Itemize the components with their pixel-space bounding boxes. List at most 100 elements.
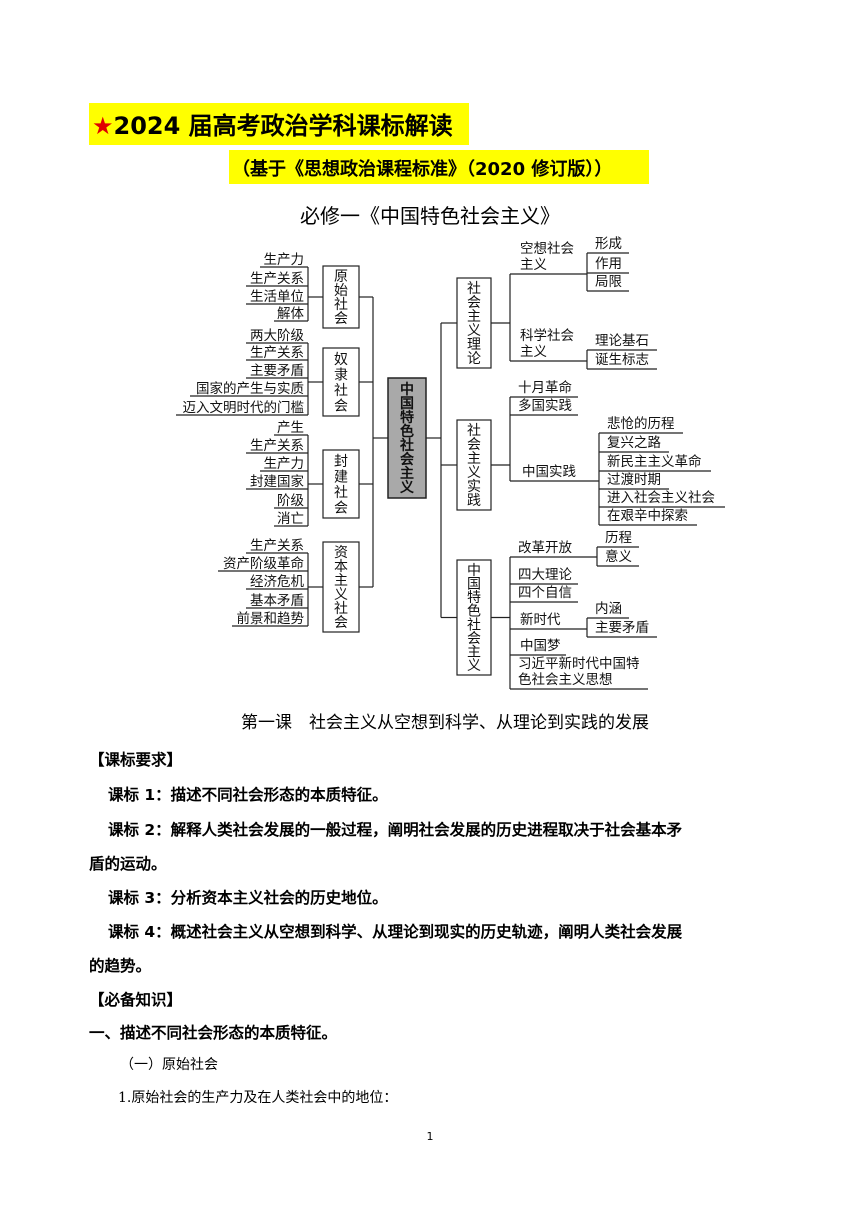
left-node-label: 义 — [334, 587, 348, 603]
right-node-label: 社 — [467, 281, 481, 297]
right-group-label: 色社会主义思想 — [518, 671, 613, 688]
right-group-label: 科学社会 — [520, 328, 574, 344]
right-node-label: 义 — [467, 323, 481, 339]
right-group-label: 多国实践 — [518, 397, 572, 414]
center-node-label: 会 — [400, 451, 415, 468]
knowledge-item-1: 1.原始社会的生产力及在人类社会中的地位： — [118, 1090, 398, 1106]
left-item-label: 基本矛盾 — [250, 592, 304, 609]
left-item-label: 生产关系 — [250, 538, 304, 554]
center-node-label: 义 — [400, 479, 414, 496]
right-item-label: 新民主主义革命 — [607, 453, 702, 470]
left-node-label: 社 — [334, 383, 348, 399]
right-group-label: 改革开放 — [518, 540, 572, 556]
left-node-label: 会 — [334, 500, 348, 516]
left-node-label: 奴 — [334, 351, 348, 368]
left-item-label: 阶级 — [277, 493, 304, 509]
left-item-label: 经济危机 — [250, 574, 304, 590]
right-item-label: 理论基石 — [595, 332, 649, 349]
right-group-label: 中国梦 — [520, 638, 561, 654]
lesson-title: 第一课 社会主义从空想到科学、从理论到实践的发展 — [241, 713, 649, 733]
document-title: ★2024 届高考政治学科课标解读 — [92, 106, 453, 141]
right-item-label: 内涵 — [595, 601, 622, 617]
left-item-label: 产生 — [277, 420, 304, 436]
left-item-label: 消亡 — [277, 511, 304, 527]
right-node-label: 色 — [467, 603, 481, 620]
left-node-label: 会 — [334, 615, 348, 631]
right-node-label: 会 — [467, 295, 481, 311]
left-node-label: 原 — [334, 269, 348, 285]
right-group-label: 四大理论 — [518, 567, 572, 583]
left-item-label: 生产关系 — [250, 271, 304, 287]
left-item-label: 解体 — [277, 306, 304, 322]
left-item-label: 生产力 — [264, 252, 305, 268]
requirement-4-line2: 的趋势。 — [89, 957, 152, 975]
knowledge-heading: 【必备知识】 — [89, 991, 183, 1009]
right-group-label: 主义 — [520, 257, 547, 273]
right-item-label: 复兴之路 — [607, 434, 661, 451]
left-item-label: 生产力 — [264, 456, 305, 472]
right-item-label: 局限 — [595, 274, 623, 290]
left-item-label: 前景和趋势 — [237, 610, 305, 627]
right-node-box — [456, 419, 492, 511]
left-node-label: 主 — [334, 573, 348, 589]
requirement-1: 课标 1：描述不同社会形态的本质特征。 — [108, 786, 388, 804]
right-node-label: 主 — [467, 309, 481, 325]
right-node-label: 主 — [467, 645, 481, 661]
left-item-label: 生活单位 — [250, 289, 304, 305]
right-item-label: 进入社会主义社会 — [607, 490, 715, 506]
left-node-box — [322, 449, 360, 519]
left-item-label: 主要矛盾 — [250, 363, 304, 379]
requirement-2-line1: 课标 2：解释人类社会发展的一般过程，阐明社会发展的历史进程取决于社会基本矛 — [108, 821, 683, 839]
right-item-label: 悲怆的历程 — [607, 415, 675, 432]
left-node-label: 会 — [334, 311, 348, 327]
right-node-label: 会 — [467, 631, 481, 647]
requirement-4-line1: 课标 4：概述社会主义从空想到科学、从理论到现实的历史轨迹，阐明人类社会发展 — [108, 923, 683, 941]
left-node-label: 始 — [334, 283, 348, 299]
right-node-box — [456, 559, 492, 676]
left-item-label: 资产阶级革命 — [223, 555, 304, 572]
right-group-label: 四个自信 — [518, 585, 572, 601]
center-node-label: 国 — [400, 396, 414, 412]
center-node-label: 特 — [400, 409, 414, 426]
right-item-label: 历程 — [605, 530, 632, 546]
left-node-label: 建 — [334, 469, 348, 485]
page-number: 1 — [426, 1130, 434, 1143]
left-node-box — [322, 347, 360, 417]
right-item-label: 主要矛盾 — [595, 620, 649, 636]
right-node-label: 实 — [467, 479, 481, 495]
left-node-label: 封 — [334, 454, 348, 470]
right-item-label: 诞生标志 — [595, 352, 649, 368]
center-node-label: 色 — [400, 423, 414, 440]
right-node-label: 践 — [467, 493, 481, 509]
star-icon: ★ — [92, 112, 114, 140]
mindmap-diagram: 中国特色社会主义原始社会生产力生产关系生活单位解体奴隶社会两大阶级生产关系主要矛… — [176, 236, 725, 690]
requirement-2-line2: 盾的运动。 — [89, 855, 167, 873]
requirement-3: 课标 3：分析资本主义社会的历史地位。 — [108, 889, 388, 907]
right-group-label: 习近平新时代中国特 — [518, 656, 640, 672]
left-item-label: 迈入文明时代的门槛 — [183, 400, 305, 416]
knowledge-section-1: 一、描述不同社会形态的本质特征。 — [89, 1024, 338, 1042]
title-highlight — [89, 103, 469, 145]
right-node-label: 会 — [467, 437, 481, 453]
center-node-label: 社 — [399, 437, 414, 454]
center-node-label: 中 — [400, 381, 414, 398]
left-node-label: 社 — [334, 485, 348, 501]
left-node-label: 本 — [334, 559, 348, 575]
right-item-label: 形成 — [595, 236, 622, 252]
left-item-label: 两大阶级 — [250, 328, 304, 344]
left-item-label: 封建国家 — [250, 473, 304, 490]
right-node-label: 国 — [467, 576, 481, 592]
left-item-label: 国家的产生与实质 — [196, 380, 304, 397]
subtitle-highlight — [229, 150, 649, 184]
right-node-box — [456, 277, 492, 369]
right-node-label: 义 — [467, 465, 481, 481]
right-group-label: 十月革命 — [518, 379, 572, 396]
center-node-label: 主 — [400, 465, 414, 482]
knowledge-subsection-1: （一）原始社会 — [120, 1057, 218, 1073]
right-node-label: 特 — [467, 590, 481, 606]
left-node-label: 社 — [334, 297, 348, 313]
right-node-label: 理 — [467, 337, 481, 353]
module-title: 必修一《中国特色社会主义》 — [300, 204, 560, 228]
document-subtitle: （基于《思想政治课程标准》（2020 修订版）） — [232, 159, 613, 180]
right-node-label: 义 — [467, 658, 481, 674]
